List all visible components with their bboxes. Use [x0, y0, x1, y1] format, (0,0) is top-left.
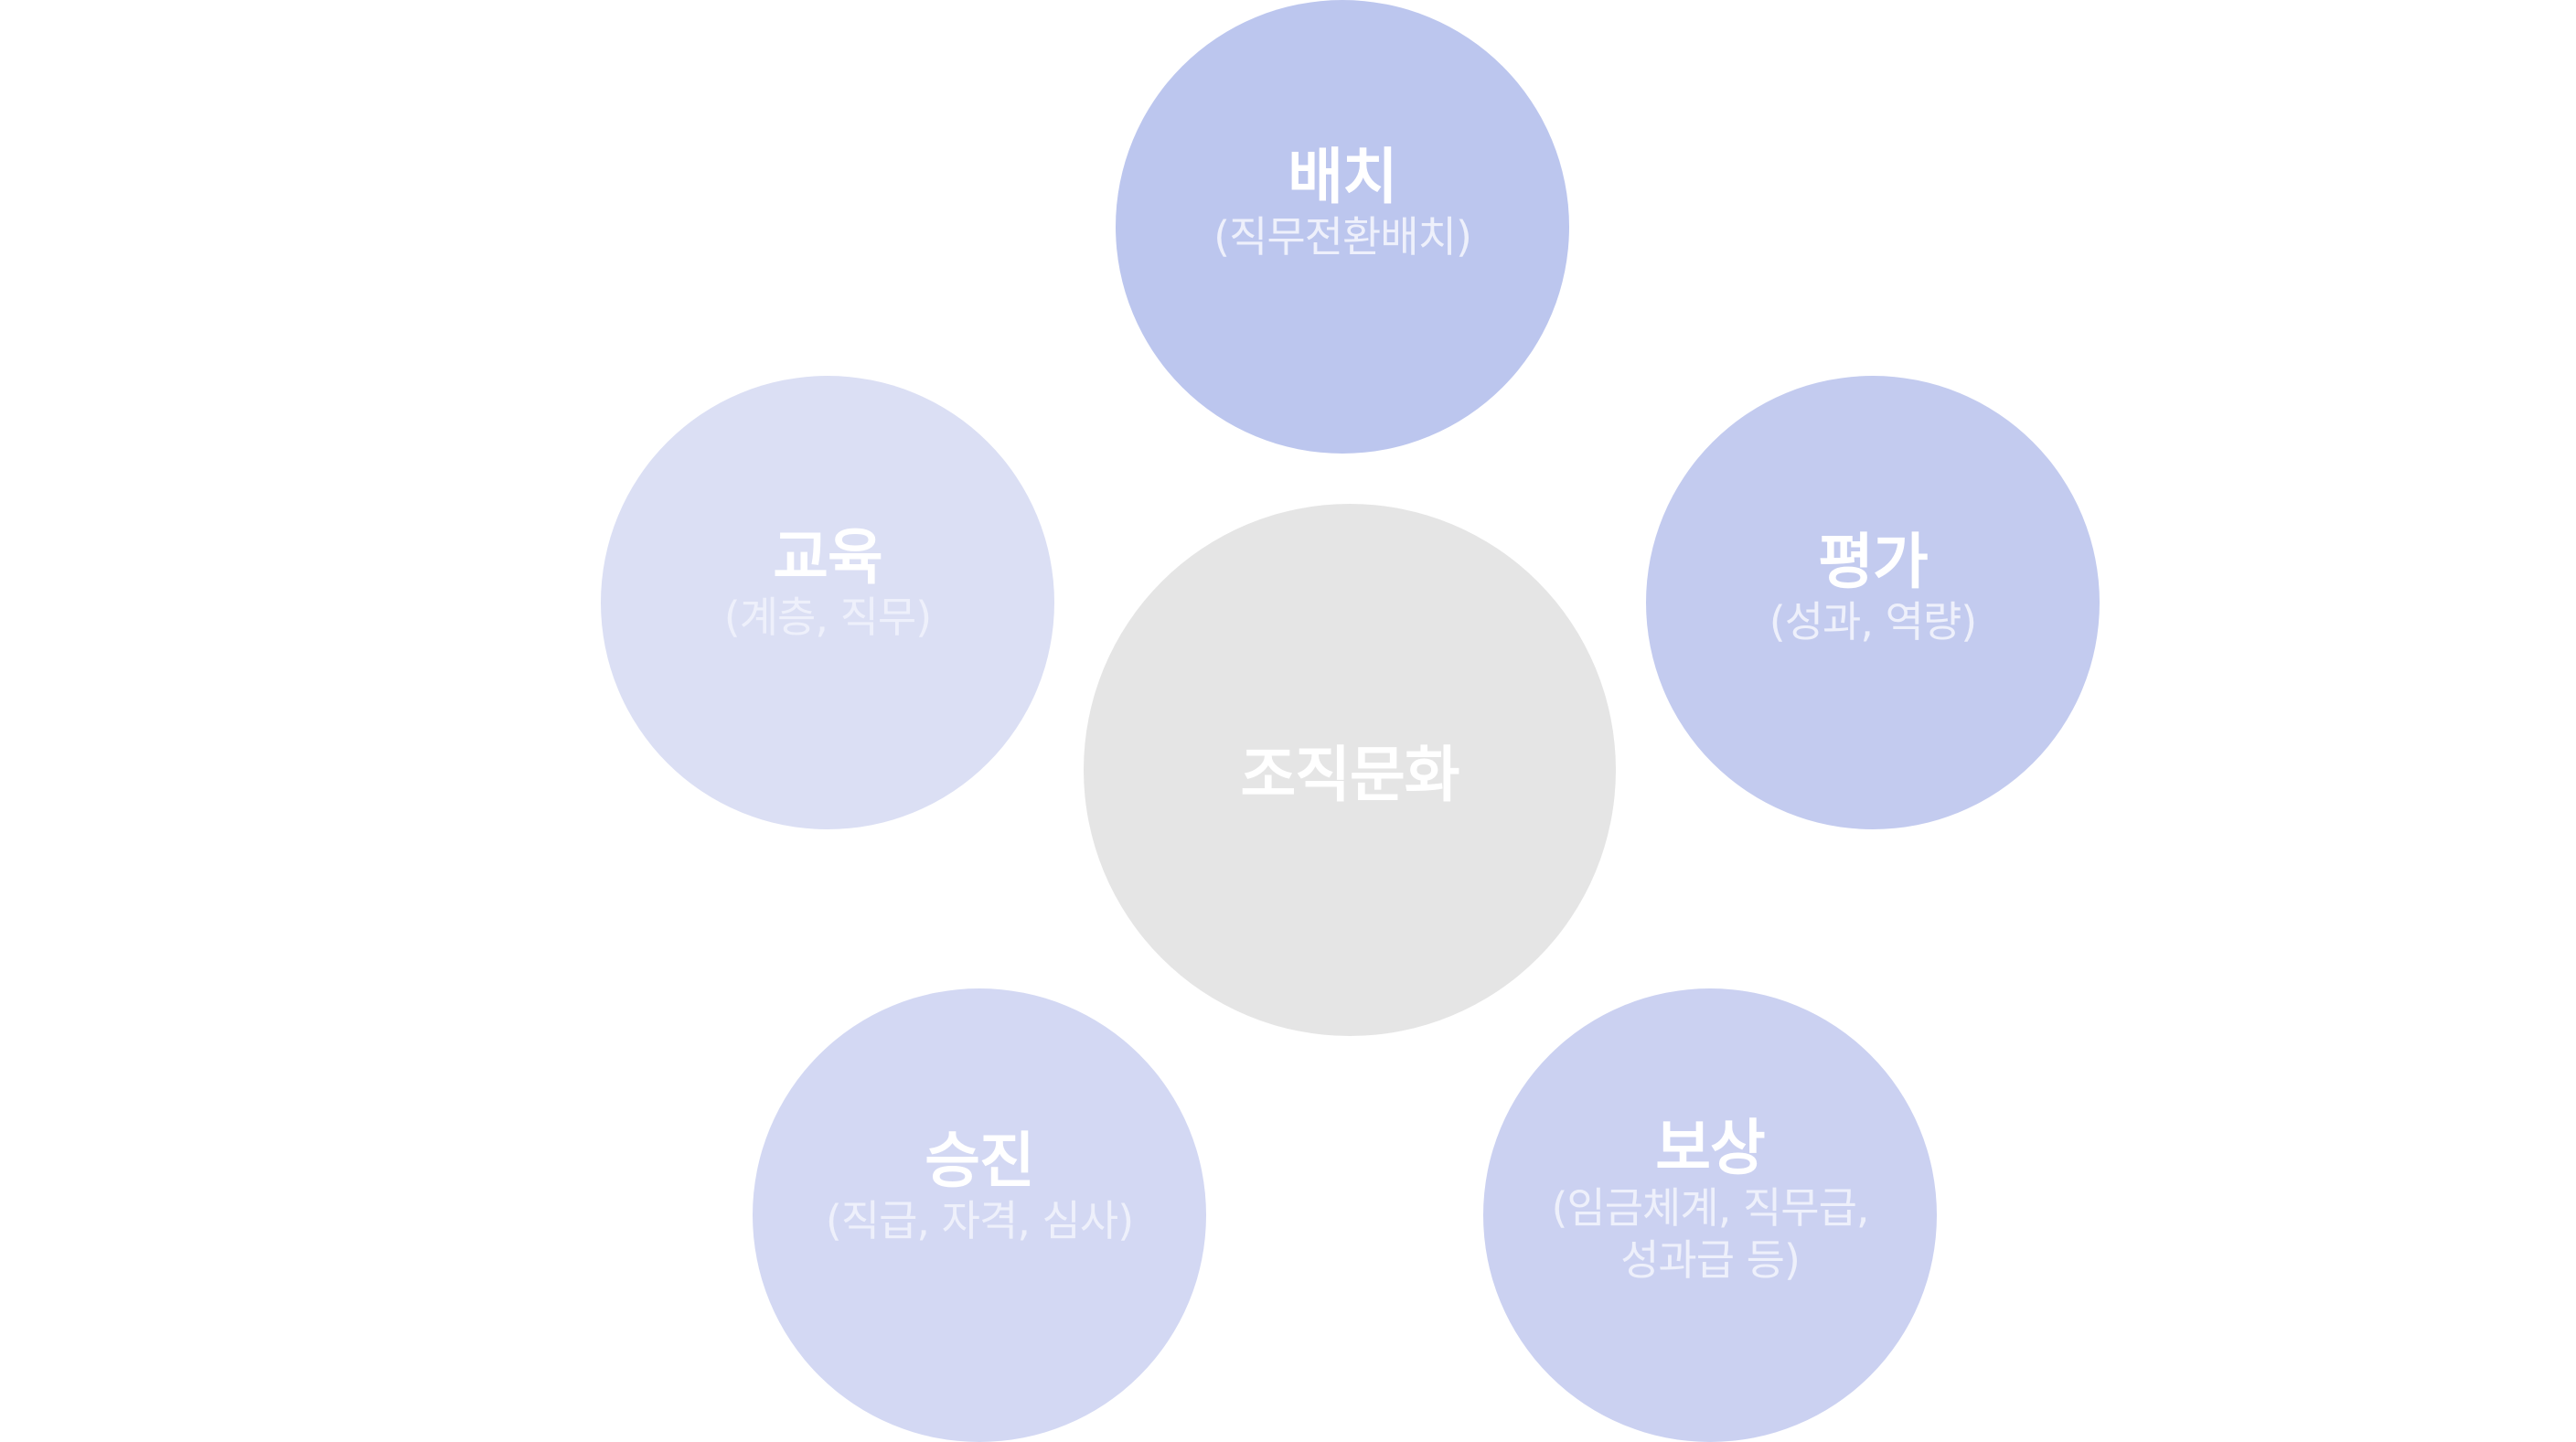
node-title: 평가 — [1818, 526, 1928, 597]
node-title: 승진 — [925, 1125, 1034, 1196]
node-circle-education: 교육 (계층, 직무) — [601, 376, 1054, 829]
node-subtitle: (직무전환배치) — [1213, 211, 1472, 262]
center-label: 조직문화 — [1240, 740, 1460, 810]
node-title: 보상 — [1655, 1113, 1765, 1184]
node-circle-compensation: 보상 (임금체계, 직무급, 성과급 등) — [1483, 988, 1937, 1442]
node-title: 교육 — [773, 521, 882, 593]
node-subtitle-line-2: 성과급 등) — [1620, 1235, 1801, 1286]
node-circle-promotion: 승진 (직급, 자격, 심사) — [753, 988, 1206, 1442]
node-subtitle: (계층, 직무) — [723, 592, 932, 642]
node-subtitle-line-1: (임금체계, 직무급, — [1551, 1182, 1869, 1233]
node-subtitle: (직급, 자격, 심사) — [825, 1195, 1134, 1245]
node-title: 배치 — [1288, 141, 1397, 212]
node-circle-evaluation: 평가 (성과, 역량) — [1646, 376, 2100, 829]
node-subtitle: (성과, 역량) — [1769, 596, 1977, 646]
center-circle-organizational-culture: 조직문화 — [1084, 504, 1616, 1036]
node-circle-placement: 배치 (직무전환배치) — [1116, 0, 1569, 454]
